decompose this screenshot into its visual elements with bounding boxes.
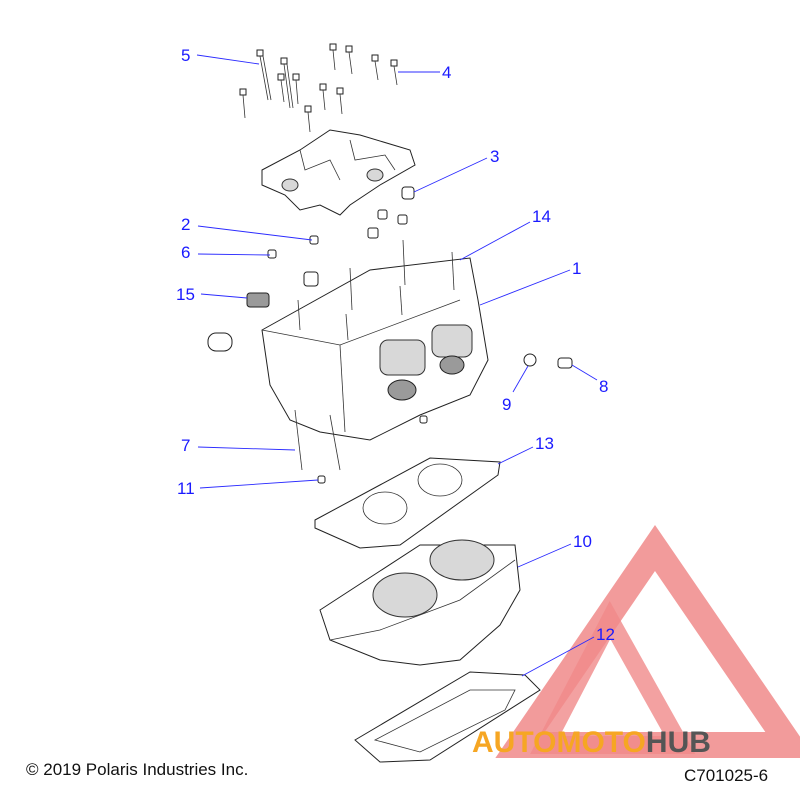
callout-label: 7 [181,436,190,455]
head-bolts [239,43,398,133]
bolt [239,88,247,119]
callout-14: 14 [459,207,551,261]
callout-2: 2 [181,215,313,241]
callout-11: 11 [177,479,319,498]
callout-13: 13 [497,434,554,465]
bolt [390,59,398,86]
bolt [304,105,312,133]
callout-label: 12 [596,625,615,644]
callout-label: 4 [442,63,451,82]
bolt [280,57,294,109]
watermark-triangle-inner [530,601,696,754]
callout-label: 13 [535,434,554,453]
callout-label: 3 [490,147,499,166]
callout-10: 10 [517,532,592,568]
bolt [319,83,327,111]
base-gasket [354,671,541,763]
callout-label: 8 [599,377,608,396]
bolt [292,73,300,105]
callouts: 1 2 3 4 5 6 7 8 [176,46,615,677]
callout-label: 5 [181,46,190,65]
head-gasket [314,457,501,549]
callout-label: 6 [181,243,190,262]
callout-label: 15 [176,285,195,304]
copyright-text: © 2019 Polaris Industries Inc. [26,760,249,779]
bolt [329,43,337,71]
watermark-text-part1: AUTOMOTO [472,726,646,759]
callout-3: 3 [413,147,499,193]
callout-7: 7 [181,436,296,455]
bolt [277,73,285,103]
bolt [371,54,379,81]
callout-label: 9 [502,395,511,414]
callout-6: 6 [181,243,271,262]
camshaft-carrier [261,129,416,216]
callout-label: 1 [572,259,581,278]
callout-1: 1 [479,259,581,306]
watermark-text-part2: HUB [646,726,711,759]
callout-label: 10 [573,532,592,551]
callout-5: 5 [181,46,260,65]
watermark-logo: AUTOMOTOHUB [472,525,800,759]
bushings [267,186,428,484]
callout-9: 9 [502,365,529,414]
cylinder-block [319,539,521,666]
bolt [256,49,272,101]
watermark-text: AUTOMOTOHUB [472,726,711,759]
document-code: C701025-6 [684,766,769,785]
callout-label: 2 [181,215,190,234]
callout-label: 14 [532,207,551,226]
bolt [345,45,353,75]
callout-label: 11 [177,479,195,498]
callout-12: 12 [521,625,615,677]
callout-8: 8 [571,364,608,396]
bolt [336,87,344,115]
callout-15: 15 [176,285,248,304]
cylinder-head [207,239,573,471]
callout-4: 4 [398,63,451,82]
